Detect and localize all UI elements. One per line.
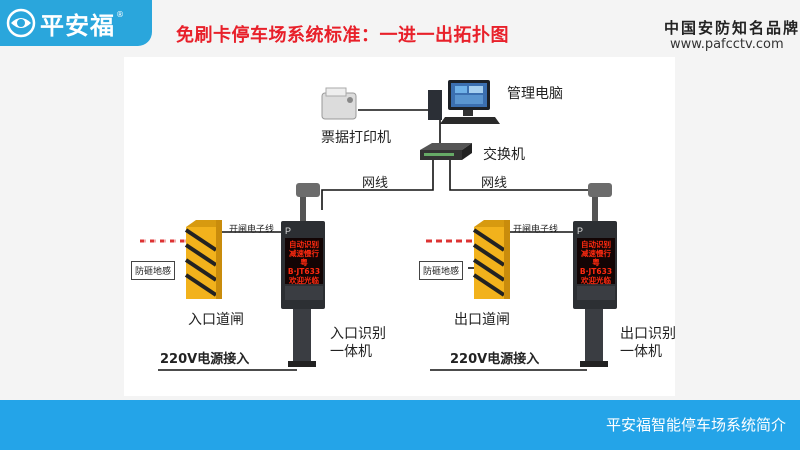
exit-terminal: P [573,183,617,367]
led-line: 欢迎光临 [289,276,319,285]
brand-slogan: 中国安防知名品牌 [664,19,800,37]
logo: 平安福 ® [0,0,152,46]
led-line: 欢迎光临 [581,276,611,285]
entrance-terminal-label-1: 入口识别 [330,326,386,342]
led-line: 粤B·JT633 [579,258,613,276]
led-line: 粤B·JT633 [287,258,321,276]
svg-text:P: P [577,226,583,236]
led-line: 减速慢行 [581,249,611,258]
network-cable-left-label: 网线 [362,176,389,191]
exit-power-label: 220V电源接入 [450,352,540,367]
exit-terminal-label-1: 出口识别 [620,326,676,342]
exit-gate-wire-label: 开闸电子线 [513,225,559,235]
footer-title: 平安福智能停车场系统简介 [605,416,786,434]
entrance-power-label: 220V电源接入 [160,352,250,367]
page-title: 免刷卡停车场系统标准：一进一出拓扑图 [176,25,509,46]
registered-mark: ® [116,9,124,19]
exit-led-screen: 自动识别 减速慢行 粤B·JT633 欢迎光临 [577,240,615,285]
led-line: 自动识别 [289,240,319,249]
exit-sensor-label: 防砸地感 [419,261,464,280]
ticket-printer-icon [321,87,357,120]
entrance-barrier-gate [140,220,222,299]
entrance-gate-wire-label: 开闸电子线 [229,225,275,235]
entrance-sensor-label: 防砸地感 [131,261,176,280]
exit-gate-label: 出口道闸 [454,312,510,328]
entrance-led-screen: 自动识别 减速慢行 粤B·JT633 欢迎光临 [285,240,323,285]
switch-label: 交换机 [483,147,525,163]
exit-barrier-gate [426,220,510,299]
management-pc-icon [428,80,500,124]
network-cable-right-label: 网线 [481,176,508,191]
led-line: 自动识别 [581,240,611,249]
footer-bar: 平安福智能停车场系统简介 [0,400,800,450]
management-pc-label: 管理电脑 [507,86,563,102]
entrance-terminal-label-2: 一体机 [330,344,372,360]
entrance-gate-label: 入口道闸 [188,312,244,328]
website-url: www.pafcctv.com [670,37,784,52]
network-switch-icon [420,143,472,160]
eye-logo-icon [6,8,36,38]
logo-text: 平安福 [40,11,115,40]
led-line: 减速慢行 [289,249,319,258]
ticket-printer-label: 票据打印机 [321,130,391,146]
svg-text:P: P [285,226,291,236]
exit-terminal-label-2: 一体机 [620,344,662,360]
entrance-terminal: P [281,183,325,367]
